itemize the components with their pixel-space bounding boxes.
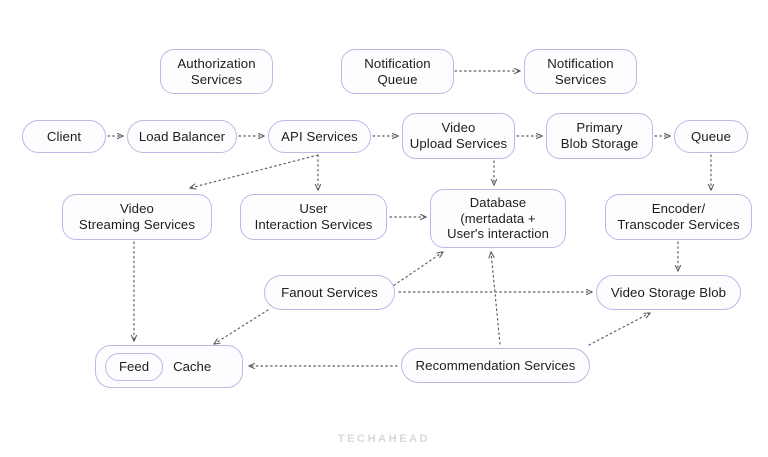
techahead-watermark: TECHAHEAD <box>337 433 431 445</box>
node-label: Database (mertadata + User's interaction <box>447 195 549 242</box>
node-video-streaming-services[interactable]: Video Streaming Services <box>62 194 212 240</box>
node-queue[interactable]: Queue <box>674 120 748 153</box>
edge-recommendation-services-to-database <box>491 252 501 345</box>
edge-fanout-services-to-database <box>389 252 443 289</box>
node-label: Video Upload Services <box>409 120 508 151</box>
feed-label: Feed <box>119 359 150 374</box>
node-load-balancer[interactable]: Load Balancer <box>127 120 237 153</box>
node-database[interactable]: Database (mertadata + User's interaction <box>430 189 566 248</box>
node-api-services[interactable]: API Services <box>268 120 371 153</box>
cache-label: Cache <box>173 359 212 374</box>
node-video-storage-blob[interactable]: Video Storage Blob <box>596 275 741 310</box>
edge-recommendation-services-to-video-storage-blob <box>588 313 650 346</box>
node-label: Client <box>46 128 82 144</box>
edge-api-services-to-video-streaming-services <box>190 154 319 188</box>
node-label: User Interaction Services <box>254 201 373 232</box>
node-label: Authorization Services <box>177 55 256 87</box>
node-label: Video Storage Blob <box>610 284 727 300</box>
node-video-upload-services[interactable]: Video Upload Services <box>402 113 515 159</box>
node-label: Fanout Services <box>281 284 378 300</box>
node-fanout-services[interactable]: Fanout Services <box>264 275 395 310</box>
node-label: Notification Services <box>547 55 614 87</box>
node-label: Load Balancer <box>138 128 226 144</box>
node-notification-queue[interactable]: Notification Queue <box>341 49 454 94</box>
node-label: Video Streaming Services <box>78 201 196 232</box>
edge-fanout-services-to-feed-cache <box>214 309 269 344</box>
node-notification-services[interactable]: Notification Services <box>524 49 637 94</box>
node-label: Recommendation Services <box>415 357 576 373</box>
node-label: API Services <box>281 128 358 144</box>
node-label: Primary Blob Storage <box>560 120 639 151</box>
node-client[interactable]: Client <box>22 120 106 153</box>
node-label: Encoder/ Transcoder Services <box>617 201 740 232</box>
node-recommendation-services[interactable]: Recommendation Services <box>401 348 590 383</box>
node-encoder-transcoder-services[interactable]: Encoder/ Transcoder Services <box>605 194 752 240</box>
node-label: Queue <box>690 128 732 144</box>
feed-cache-node[interactable]: Feed Cache <box>95 345 243 388</box>
node-user-interaction-services[interactable]: User Interaction Services <box>240 194 387 240</box>
node-authorization-services[interactable]: Authorization Services <box>160 49 273 94</box>
node-label: Notification Queue <box>364 55 431 87</box>
node-primary-blob-storage[interactable]: Primary Blob Storage <box>546 113 653 159</box>
feed-inner-pill[interactable]: Feed <box>105 352 164 381</box>
